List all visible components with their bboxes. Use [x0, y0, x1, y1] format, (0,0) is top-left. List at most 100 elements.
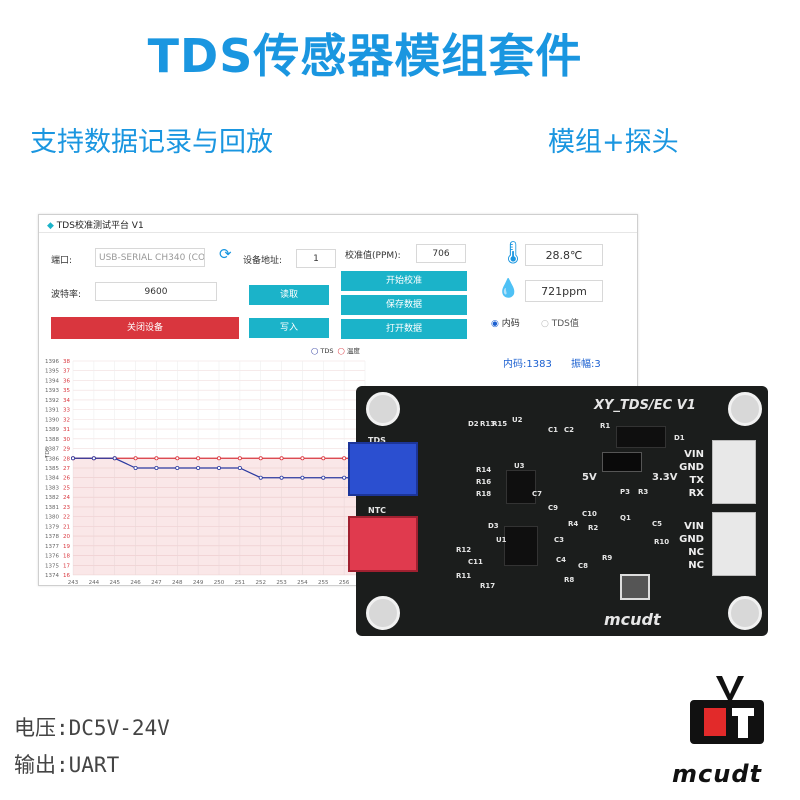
- component-label: R4: [568, 520, 579, 528]
- y-right-tick-label: 20: [63, 534, 70, 540]
- y-left-tick-label: 1390: [45, 417, 59, 423]
- x-tick-label: 254: [297, 580, 308, 586]
- read-button[interactable]: 读取: [249, 285, 329, 305]
- calibration-value-input[interactable]: 706: [416, 244, 466, 263]
- aux-connector: [712, 512, 756, 576]
- open-data-button[interactable]: 打开数据: [341, 319, 467, 339]
- y-right-tick-label: 21: [63, 524, 70, 530]
- data-point: [71, 456, 76, 461]
- mount-hole-bottom-right: [728, 596, 762, 630]
- data-point: [112, 456, 117, 461]
- tds-display: 721ppm: [525, 280, 603, 302]
- ntc-port-label: NTC: [368, 506, 387, 515]
- board-logo-icon: [620, 574, 650, 600]
- component-label: C3: [554, 536, 565, 544]
- y-right-tick-label: 27: [63, 466, 70, 472]
- y-right-tick-label: 16: [63, 573, 70, 579]
- app-icon: ◆: [47, 221, 54, 231]
- mount-hole-top-left: [366, 392, 400, 426]
- data-point: [154, 466, 159, 471]
- data-point: [237, 466, 242, 471]
- y-right-tick-label: 29: [63, 447, 70, 453]
- output-spec: 输出:UART: [14, 753, 120, 777]
- component-label: C2: [564, 426, 575, 434]
- board-model-label: XY_TDS/EC V1: [594, 398, 696, 413]
- y-left-tick-label: 1386: [45, 456, 59, 462]
- component-label: D3: [488, 522, 499, 530]
- x-tick-label: 245: [109, 580, 120, 586]
- radio-selected-icon: ◉: [491, 319, 499, 329]
- data-point: [321, 475, 326, 480]
- x-tick-label: 249: [193, 580, 204, 586]
- radio-internal-code[interactable]: ◉ 内码: [491, 319, 520, 329]
- device-address-input[interactable]: 1: [296, 249, 336, 268]
- data-point: [279, 475, 284, 480]
- y-right-tick-label: 33: [63, 408, 70, 414]
- component-label: D2: [468, 420, 479, 428]
- close-device-button[interactable]: 关闭设备: [51, 317, 239, 339]
- port-select[interactable]: USB-SERIAL CH340 (CO: [95, 248, 205, 267]
- y-left-tick-label: 1387: [45, 447, 59, 453]
- x-tick-label: 250: [214, 580, 225, 586]
- refresh-icon[interactable]: ⟳: [219, 245, 232, 263]
- baud-rate-select[interactable]: 9600: [95, 282, 217, 301]
- feature-text: 支持数据记录与回放: [30, 127, 273, 158]
- y-right-tick-label: 24: [63, 495, 70, 501]
- 5v-label: 5V: [582, 472, 597, 483]
- window-titlebar: ◆ TDS校准测试平台 V1: [39, 215, 637, 233]
- component-label: R11: [456, 572, 472, 580]
- data-point: [300, 475, 305, 480]
- y-right-tick-label: 17: [63, 563, 70, 569]
- component-label: C4: [556, 556, 567, 564]
- y-left-tick-label: 1385: [45, 466, 59, 472]
- component-label: U1: [496, 536, 507, 544]
- brand-logo-text: mcudt: [672, 760, 762, 788]
- legend-temp-label: 温度: [346, 347, 360, 355]
- y-right-tick-label: 26: [63, 476, 70, 482]
- data-point: [175, 456, 180, 461]
- data-point: [196, 456, 201, 461]
- component-label: R16: [476, 478, 492, 486]
- y-right-tick-label: 25: [63, 485, 70, 491]
- component-label: R8: [564, 576, 575, 584]
- y-right-tick-label: 31: [63, 427, 70, 433]
- data-point: [216, 466, 221, 471]
- y-right-tick-label: 18: [63, 554, 70, 560]
- component-label: R1: [600, 422, 611, 430]
- y-axis-label: TDS: [45, 446, 51, 459]
- voltage-jumper: [602, 452, 642, 472]
- kit-contents-text: 模组+探头: [548, 127, 679, 158]
- write-button[interactable]: 写入: [249, 318, 329, 338]
- legend-temp-marker: ◯: [337, 347, 345, 355]
- data-point: [321, 456, 326, 461]
- data-point: [342, 475, 347, 480]
- data-point: [133, 466, 138, 471]
- component-label: Q1: [620, 514, 631, 522]
- temperature-area: [73, 458, 365, 575]
- y-right-tick-label: 36: [63, 378, 70, 384]
- radio-tds-value[interactable]: ○ TDS值: [541, 319, 579, 329]
- voltage-spec: 电压:DC5V-24V: [14, 716, 170, 740]
- y-right-tick-label: 19: [63, 544, 70, 550]
- data-point: [342, 456, 347, 461]
- thermometer-icon: 🌡: [499, 241, 527, 266]
- y-left-tick-label: 1379: [45, 524, 59, 530]
- calibration-value-label: 校准值(PPM):: [345, 251, 401, 261]
- component-label: R18: [476, 490, 492, 498]
- y-left-tick-label: 1374: [45, 573, 59, 579]
- x-tick-label: 244: [89, 580, 100, 586]
- y-left-tick-label: 1395: [45, 369, 59, 375]
- y-left-tick-label: 1393: [45, 388, 59, 394]
- data-point: [279, 456, 284, 461]
- chip-d1: [616, 426, 666, 448]
- y-left-tick-label: 1384: [45, 476, 59, 482]
- board-brand-text: mcudt: [604, 610, 661, 629]
- start-calibration-button[interactable]: 开始校准: [341, 271, 467, 291]
- save-data-button[interactable]: 保存数据: [341, 295, 467, 315]
- y-left-tick-label: 1378: [45, 534, 59, 540]
- component-label: R17: [480, 582, 496, 590]
- y-left-tick-label: 1377: [45, 544, 59, 550]
- component-label: P3: [620, 488, 631, 496]
